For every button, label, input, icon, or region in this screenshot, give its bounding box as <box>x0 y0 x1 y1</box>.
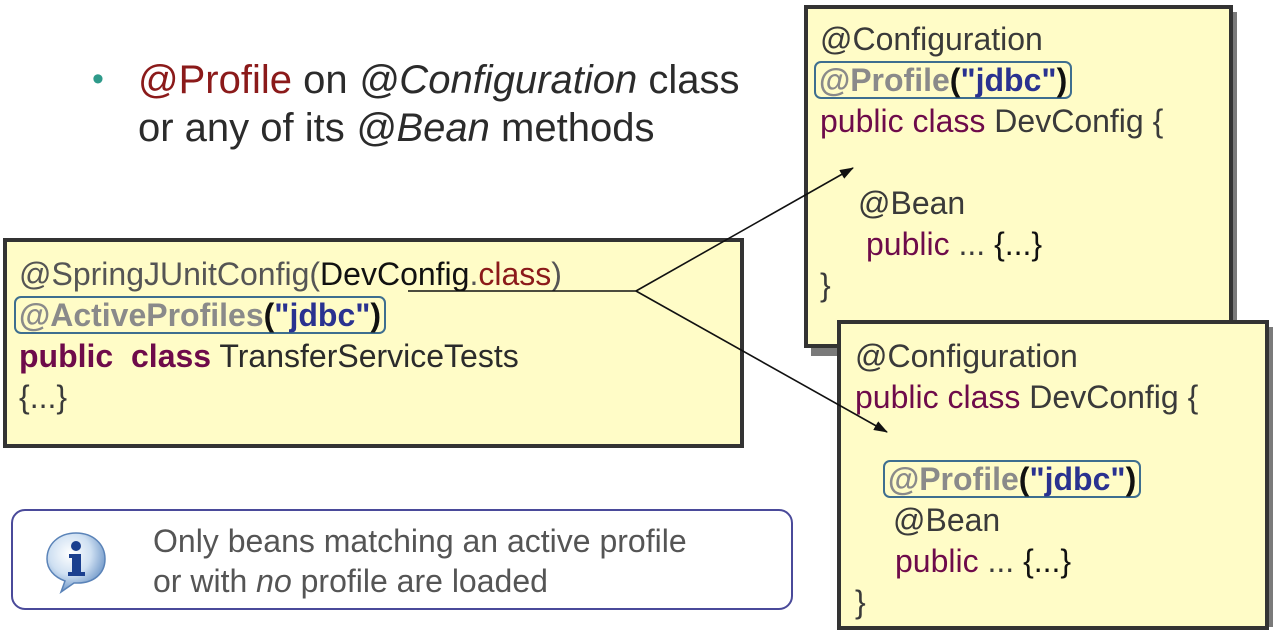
info-text: Only beans matching an active profile or… <box>153 523 687 599</box>
profile-highlight-top: @Profile("jdbc") <box>814 61 1073 99</box>
test-class-box: @SpringJUnitConfig(DevConfig.class) @Act… <box>3 238 744 448</box>
cfg-top-line-bean: @Bean <box>858 185 966 221</box>
info-icon <box>46 532 106 594</box>
cfg-top-line-1: @Configuration <box>820 21 1043 57</box>
cfg-bot-line-1: @Configuration <box>855 338 1078 374</box>
bullet-class: class <box>637 58 740 102</box>
cfg-top-line-close: } <box>820 267 831 303</box>
bullet-methods: methods <box>489 106 655 150</box>
bullet-on: on <box>291 58 359 102</box>
test-line-3: public class TransferServiceTests <box>19 338 519 374</box>
cfg-top-line-public: public ... {...} <box>866 226 1043 262</box>
test-line-1: @SpringJUnitConfig(DevConfig.class) <box>19 256 562 292</box>
test-line-4: {...} <box>19 379 68 415</box>
slide: • @Profile on @Configuration class or an… <box>3 5 1273 630</box>
bullet-text: @Profile on @Configuration class or any … <box>138 56 798 152</box>
cfg-bot-line-2: public class DevConfig { <box>855 379 1199 415</box>
arrow-to-config-bottom <box>635 290 888 433</box>
info-line-1: Only beans matching an active profile <box>153 523 687 559</box>
bullet-dot: • <box>92 60 104 98</box>
bullet-bean: @Bean <box>355 106 490 150</box>
info-no: no <box>256 563 292 599</box>
cfg-bot-line-bean: @Bean <box>893 502 1001 538</box>
cfg-bot-line-close: } <box>855 584 866 620</box>
active-profiles-highlight: @ActiveProfiles("jdbc") <box>14 296 387 334</box>
bullet-profile: @Profile <box>138 58 292 102</box>
config-top-box: @Configuration @Profile("jdbc") public c… <box>804 5 1233 348</box>
arrow-to-config-top <box>635 167 854 292</box>
cfg-bot-line-public: public ... {...} <box>895 543 1072 579</box>
arrows <box>408 167 888 433</box>
test-line-2: @ActiveProfiles("jdbc") <box>14 295 740 336</box>
cfg-bot-line-profile: @Profile("jdbc") <box>855 459 1265 500</box>
bullet-configuration: @Configuration <box>358 58 638 102</box>
bullet-line2-prefix: or any of its <box>138 106 356 150</box>
info-box: Only beans matching an active profile or… <box>11 509 793 610</box>
config-bottom-box: @Configuration public class DevConfig { … <box>837 320 1269 630</box>
cfg-top-line-3: public class DevConfig { <box>820 103 1164 139</box>
profile-highlight-bottom: @Profile("jdbc") <box>883 460 1142 498</box>
cfg-top-line-2: @Profile("jdbc") <box>814 60 1229 101</box>
